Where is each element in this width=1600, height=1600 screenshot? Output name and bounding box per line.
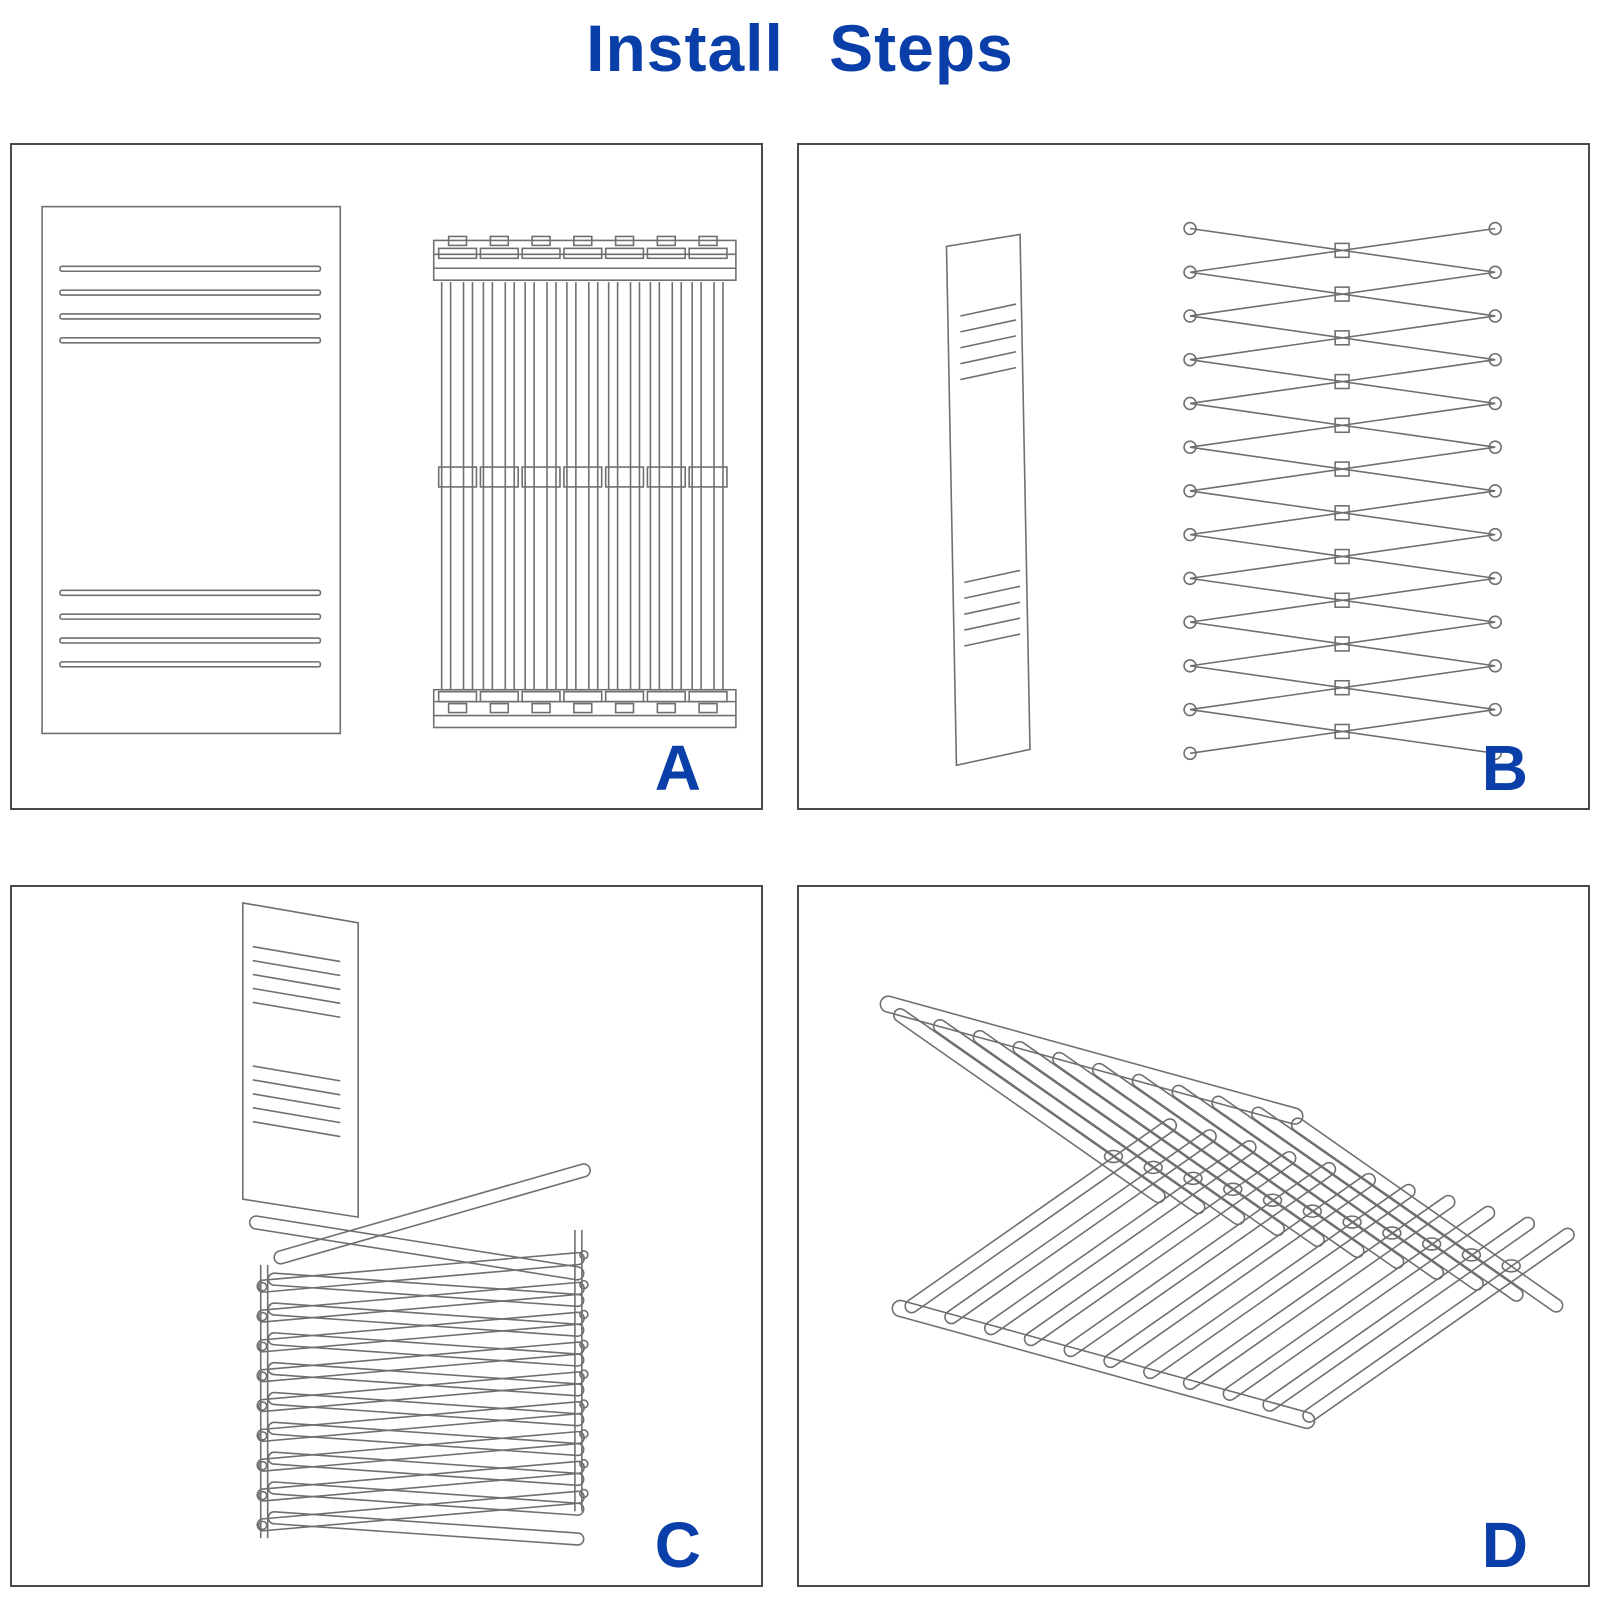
panel-a-label: A bbox=[654, 732, 701, 804]
panel-b: B bbox=[797, 143, 1590, 810]
panel-c-drawing bbox=[242, 901, 591, 1547]
side-sheet bbox=[945, 233, 1031, 767]
panel-c-label: C bbox=[654, 1509, 701, 1581]
folded-arm-stack bbox=[248, 1163, 591, 1547]
panel-d-label: D bbox=[1481, 1509, 1528, 1581]
panel-d: D bbox=[797, 885, 1590, 1587]
panel-a-drawing bbox=[41, 205, 737, 735]
flat-board bbox=[41, 205, 342, 735]
panel-b-label: B bbox=[1481, 732, 1528, 804]
panel-a: A bbox=[10, 143, 763, 810]
expanded-scissor-rack bbox=[1183, 221, 1502, 761]
assembled-rack bbox=[879, 995, 1578, 1430]
collapsed-rack bbox=[432, 235, 737, 729]
page-title: Install Steps bbox=[586, 11, 1014, 85]
inserted-board bbox=[242, 901, 359, 1219]
panel-b-drawing bbox=[945, 221, 1502, 767]
panel-c: C bbox=[10, 885, 763, 1587]
panel-d-drawing bbox=[879, 995, 1578, 1430]
